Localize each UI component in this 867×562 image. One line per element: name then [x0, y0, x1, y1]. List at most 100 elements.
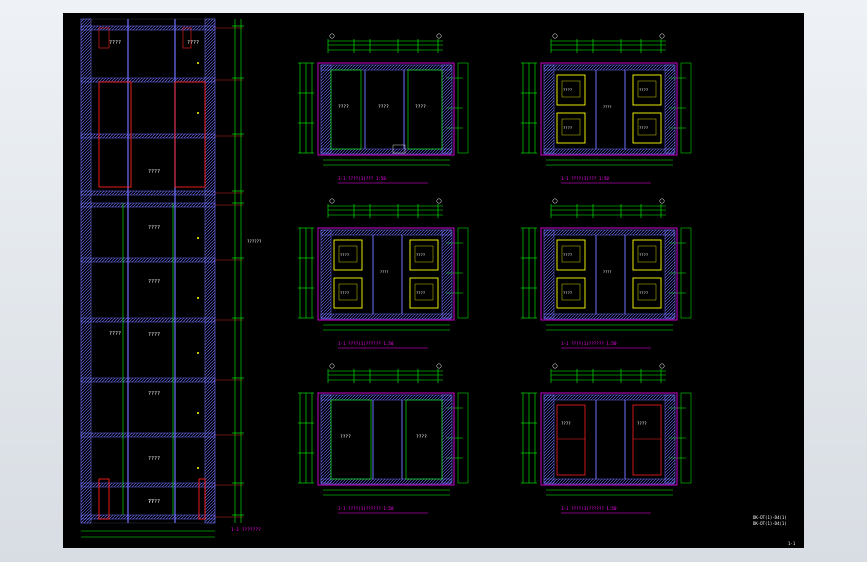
floor-slab [80, 133, 216, 139]
plan-wall [543, 478, 675, 485]
plan-view: ????????1-1 ????(1)?????? 1:50 [521, 363, 692, 514]
elevator-cabin [556, 112, 586, 144]
plan-title: 1-1 ????(1)??? 1:50 [561, 176, 609, 181]
pit-outline [556, 404, 586, 476]
section-room-label: ?? [148, 499, 154, 505]
plan-wall [320, 478, 452, 485]
plan-view: ????????1-1 ????(1)?????? 1:50 [298, 363, 469, 514]
cable-point [197, 467, 199, 469]
cable-point [197, 112, 199, 114]
plan-wall [320, 64, 332, 154]
section-side-note: ?????? [247, 239, 262, 244]
plan-room-label: ???? [639, 252, 648, 257]
section-right-wall [204, 18, 216, 524]
plan-wall [543, 64, 555, 154]
plan-room-label: ???? [340, 290, 349, 295]
drawing-sheet: ????????????????????????????????????????… [63, 13, 804, 548]
plan-view: ????????????????????1-1 ????(1)?????? 1:… [298, 198, 469, 349]
plan-view: ????????????????????1-1 ????(1)??? 1:50 [521, 33, 692, 184]
section-title: 1-1 ??????? [231, 527, 261, 533]
section-room-label: ???? [148, 499, 160, 505]
machine-room-outline [98, 81, 132, 188]
floor-slab [80, 202, 216, 208]
grid-bubble [436, 363, 442, 369]
plan-room-label: ???? [340, 434, 351, 440]
pit-outline [198, 478, 206, 520]
floor-slab [80, 190, 216, 196]
pit-outline [98, 478, 110, 520]
floor-slab [80, 317, 216, 323]
grid-bubble [552, 33, 558, 39]
plan-view: ????????????1-1 ????(1)??? 1:50 [298, 33, 469, 184]
plan-wall [543, 394, 555, 484]
plan-room-label: ???? [603, 270, 611, 274]
elevator-cabin [556, 239, 586, 271]
section-room-label: ???? [148, 169, 160, 175]
plan-room-label: ???? [416, 252, 425, 257]
plan-room-label: ???? [378, 104, 389, 110]
cable-point [197, 237, 199, 239]
plan-room-label: ???? [416, 434, 427, 440]
cable-point [197, 62, 199, 64]
cabin-inner [338, 283, 358, 301]
elevator-cabin [632, 74, 662, 106]
cable-point [197, 352, 199, 354]
section-room-label: ???? [148, 456, 160, 462]
grid-bubble [436, 198, 442, 204]
plan-room-label: ???? [563, 252, 572, 257]
plan-wall [664, 64, 676, 154]
plan-outline [540, 62, 678, 156]
plan-wall [543, 64, 675, 71]
elevator-cabin [409, 239, 439, 271]
plan-title: 1-1 ????(1)??? 1:50 [338, 176, 386, 181]
floor-slab [80, 514, 216, 520]
section-drawing: ????????????????????????????????????????… [80, 18, 262, 538]
plan-outline [540, 227, 678, 321]
cable-point [197, 297, 199, 299]
section-room-label: ???? [109, 331, 121, 337]
plan-room-label: ???? [563, 290, 572, 295]
plan-outline [540, 392, 678, 486]
grid-bubble [329, 33, 335, 39]
plan-room-label: ???? [639, 125, 648, 130]
cabin-inner [338, 245, 358, 263]
legend-line: DK-DT(1)-D4(1) [753, 521, 787, 526]
plan-room-label: ???? [338, 104, 349, 110]
plan-wall [320, 394, 332, 484]
plan-room-label: ???? [416, 290, 425, 295]
cabin-inner [561, 283, 581, 301]
cabin-inner [637, 245, 657, 263]
shaft-outline [330, 399, 372, 480]
grid-bubble [436, 33, 442, 39]
plan-room-label: ???? [603, 105, 611, 109]
room-outline [407, 69, 443, 150]
plan-wall [543, 229, 675, 236]
plan-view: ????????????????????1-1 ????(1)?????? 1:… [521, 198, 692, 349]
grid-bubble [329, 198, 335, 204]
section-room-label: ???? [148, 279, 160, 285]
shaft-outline [405, 399, 443, 480]
plan-wall [320, 229, 332, 319]
elevator-cabin [333, 277, 363, 309]
grid-bubble [659, 198, 665, 204]
plan-wall [664, 394, 676, 484]
elevator-cabin [333, 239, 363, 271]
elevator-cabin [556, 74, 586, 106]
elevator-cabin [556, 277, 586, 309]
elevator-cabin [632, 277, 662, 309]
elevator-section-view: ????????????????????????????????????????… [80, 18, 796, 546]
grid-bubble [659, 363, 665, 369]
floor-slab [80, 482, 216, 488]
elevator-cabin [409, 277, 439, 309]
cabin-inner [637, 283, 657, 301]
top-marker [98, 27, 110, 49]
elevator-cabin [632, 239, 662, 271]
plan-wall [320, 64, 452, 71]
cabin-inner [414, 283, 434, 301]
floor-slab [80, 257, 216, 263]
cable-point [197, 412, 199, 414]
cabin-inner [637, 80, 657, 98]
grid-bubble [659, 33, 665, 39]
plan-wall [320, 394, 452, 401]
grid-bubble [329, 363, 335, 369]
